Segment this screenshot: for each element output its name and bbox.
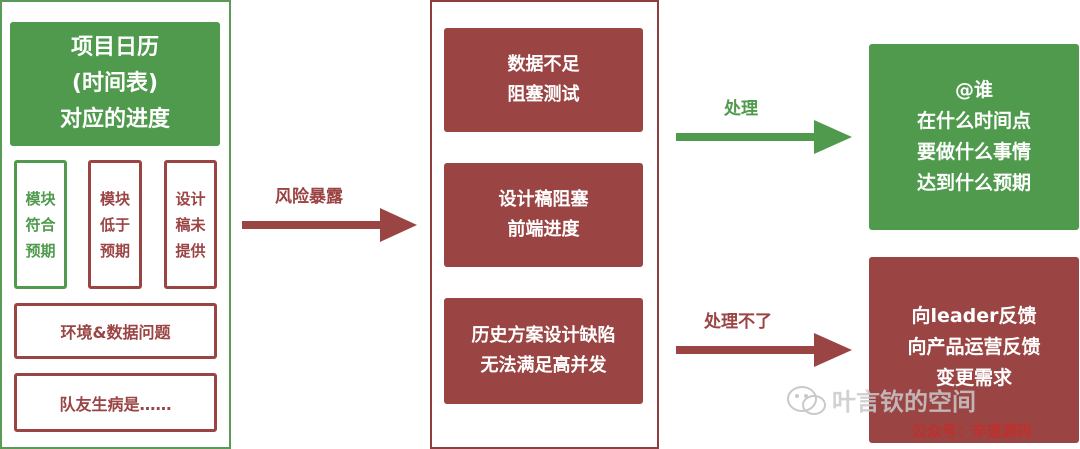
arrow-unable-icon (676, 333, 852, 367)
issue-row-env-data: 环境&数据问题 (14, 303, 217, 359)
arrow-risk-label: 风险暴露 (275, 187, 343, 207)
escalation-text: 向leader反馈 向产品运营反馈 变更需求 (907, 305, 1041, 389)
status-box-on-track: 模块 符合 预期 (14, 160, 67, 289)
middle-panel-frame (430, 0, 659, 449)
status-box-design-missing: 设计 稿未 提供 (164, 160, 217, 289)
issue-row-teammate-sick: 队友生病是…… (14, 373, 217, 432)
calendar-header-box: 项目日历 (时间表) 对应的进度 (10, 22, 220, 146)
watermark-subtext: 公众号：辛道源码 (912, 422, 1033, 440)
action-plan-box: @谁 在什么时间点 要做什么事情 达到什么预期 (869, 44, 1079, 230)
risk-item-legacy-design: 历史方案设计缺陷 无法满足高并发 (444, 298, 643, 404)
left-panel-frame (0, 0, 231, 449)
risk-item-data-shortage: 数据不足 阻塞测试 (444, 28, 643, 132)
arrow-risk-icon (242, 208, 417, 242)
arrow-unable-label: 处理不了 (704, 312, 772, 332)
risk-item-design-block: 设计稿阻塞 前端进度 (444, 163, 643, 267)
arrow-handle-icon (676, 120, 852, 154)
status-box-behind: 模块 低于 预期 (88, 160, 142, 289)
watermark-text: 叶言钦的空间 (832, 388, 976, 416)
escalation-box: 向leader反馈 向产品运营反馈 变更需求 (869, 257, 1079, 443)
wechat-watermark-icon (787, 386, 826, 415)
arrow-handle-label: 处理 (724, 99, 758, 119)
